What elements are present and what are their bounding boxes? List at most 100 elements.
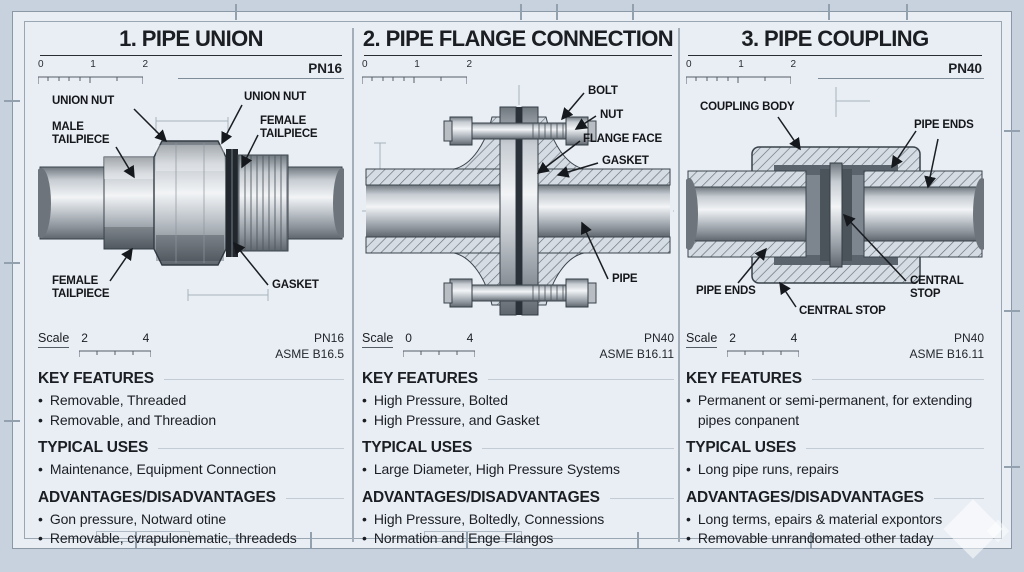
ruler-tick-label: 0 [362, 59, 368, 70]
pressure-rating-top: PN16 [178, 59, 344, 79]
left-pipe [686, 170, 807, 258]
pipe-coupling-illustration [686, 87, 984, 308]
frame-tick [632, 4, 634, 20]
scale-note: Scale 2 4 [686, 331, 800, 360]
label-pipe-ends-left: PIPE ENDS [696, 285, 756, 297]
feature-item: Permanent or semi-permanent, for extendi… [686, 391, 984, 430]
section-heading: KEY FEATURES [38, 370, 344, 388]
frame-tick [1004, 130, 1020, 132]
title-rule [364, 55, 672, 56]
leader-arrows [109, 104, 269, 286]
ruler-tick-label: 1 [414, 59, 420, 70]
gasket-ring [226, 149, 238, 257]
pipe-flange-illustration [362, 85, 674, 316]
label-union-nut-right: UNION NUT [244, 91, 307, 103]
ruler-tick-label: 2 [466, 59, 472, 70]
panel-title: 3. PIPE COUPLING [741, 26, 929, 51]
ruler-tick-label: 2 [790, 59, 796, 70]
ruler-tick-label: 0 [686, 59, 692, 70]
column-divider [678, 28, 680, 542]
frame-tick [4, 262, 20, 264]
use-item: Long pipe runs, repairs [686, 460, 984, 480]
scale-word: Scale [38, 331, 70, 348]
scale-ruler-top: 0 1 2 [361, 59, 472, 89]
section-heading: KEY FEATURES [686, 370, 984, 388]
feature-item: Removable, Threaded [38, 391, 344, 411]
feature-item: High Pressure, and Gasket [362, 411, 674, 431]
label-central-stop-bottom: CENTRAL STOP [799, 305, 886, 317]
scale-word: Scale [362, 331, 394, 348]
scale-word: Scale [686, 331, 718, 348]
scale-note: Scale 2 4 [38, 331, 152, 360]
section-heading: TYPICAL USES [38, 439, 344, 457]
standard-ref: ASME B16.11 [599, 346, 674, 361]
right-pipe [863, 170, 984, 258]
frame-tick [556, 4, 558, 20]
pressure-rating-top: PN40 [818, 59, 984, 79]
frame-tick [1004, 466, 1020, 468]
section-heading: ADVANTAGES/DISADVANTAGES [686, 489, 984, 507]
rating-block: PN40 ASME B16.11 [910, 331, 984, 362]
pipe-flange-drawing: BOLT NUT FLANGE FACE GASKET PIPE [362, 83, 674, 331]
central-stop [820, 162, 852, 268]
label-female-tailpiece-bottom: FEMALE TAILPIECE [52, 275, 110, 300]
label-coupling-body: COUPLING BODY [700, 101, 795, 113]
advantage-item: Gon pressure, Notward otine [38, 510, 344, 530]
ruler-bar [37, 76, 144, 84]
section-heading: ADVANTAGES/DISADVANTAGES [38, 489, 344, 507]
scale-to: 4 [142, 331, 150, 345]
advantage-item: High Pressure, Boltedly, Connessions [362, 510, 674, 530]
dimension-lines [835, 87, 870, 117]
bottom-bolt [443, 278, 597, 308]
pipe-union-drawing: UNION NUT MALE TAILPIECE UNION NUT FEMAL… [38, 83, 344, 331]
scale-ruler-bottom: 2 4 [78, 331, 152, 360]
left-pipe [38, 166, 107, 240]
advantage-item: Normation and Enge Flangos [362, 529, 674, 549]
frame-tick [4, 100, 20, 102]
male-tailpiece-nut [103, 156, 157, 250]
label-union-nut-left: UNION NUT [52, 95, 115, 107]
label-gasket: GASKET [602, 155, 649, 167]
frame-tick [1004, 310, 1020, 312]
scale-from: 2 [81, 331, 88, 345]
advantage-item: Long terms, epairs & material expontors [686, 510, 984, 530]
advantage-item: Removable, cvrapulonematic, threadeds [38, 529, 344, 549]
scale-ruler-top: 0 1 2 [685, 59, 796, 89]
section-heading: TYPICAL USES [362, 439, 674, 457]
right-pipe [287, 166, 344, 240]
frame-tick [906, 4, 908, 20]
frame-tick [235, 4, 237, 20]
title-rule [688, 55, 982, 56]
standard-ref: ASME B16.11 [909, 346, 984, 361]
use-item: Maintenance, Equipment Connection [38, 460, 344, 480]
flange-plates [499, 106, 539, 316]
top-bolt [443, 116, 597, 146]
section-heading: ADVANTAGES/DISADVANTAGES [362, 489, 674, 507]
ruler-tick-label: 1 [738, 59, 744, 70]
panel-pipe-coupling: 3. PIPE COUPLING 0 1 2 PN40 [685, 26, 984, 549]
label-male-tailpiece: MALE TAILPIECE [52, 121, 110, 146]
union-nut [153, 140, 227, 266]
label-nut: NUT [600, 109, 624, 121]
ruler-tick-label: 1 [90, 59, 96, 70]
label-bolt: BOLT [588, 85, 618, 97]
feature-item: Removable, and Threadion [38, 411, 344, 431]
scale-ruler-bottom: 2 4 [726, 331, 800, 360]
scale-note: Scale 0 4 [362, 331, 476, 360]
label-pipe: PIPE [612, 273, 638, 285]
scale-ruler-top: 0 1 2 [37, 59, 148, 89]
label-female-tailpiece-right: FEMALE TAILPIECE [260, 115, 318, 140]
section-heading: KEY FEATURES [362, 370, 674, 388]
section-heading: TYPICAL USES [686, 439, 984, 457]
label-gasket: GASKET [272, 279, 319, 291]
ruler-tick-label: 0 [38, 59, 44, 70]
scale-from: 2 [729, 331, 736, 345]
frame-tick [4, 420, 20, 422]
advantage-item: Removable unrandomated other taday [686, 529, 984, 549]
panel-title: 1. PIPE UNION [119, 26, 263, 51]
pressure-rating: PN16 [313, 331, 344, 345]
label-central-stop-right: CENTRAL STOP [910, 275, 964, 300]
pipe-union-illustration [38, 104, 344, 301]
leader-arrows [737, 116, 939, 308]
scale-ruler-bottom: 0 4 [402, 331, 476, 360]
